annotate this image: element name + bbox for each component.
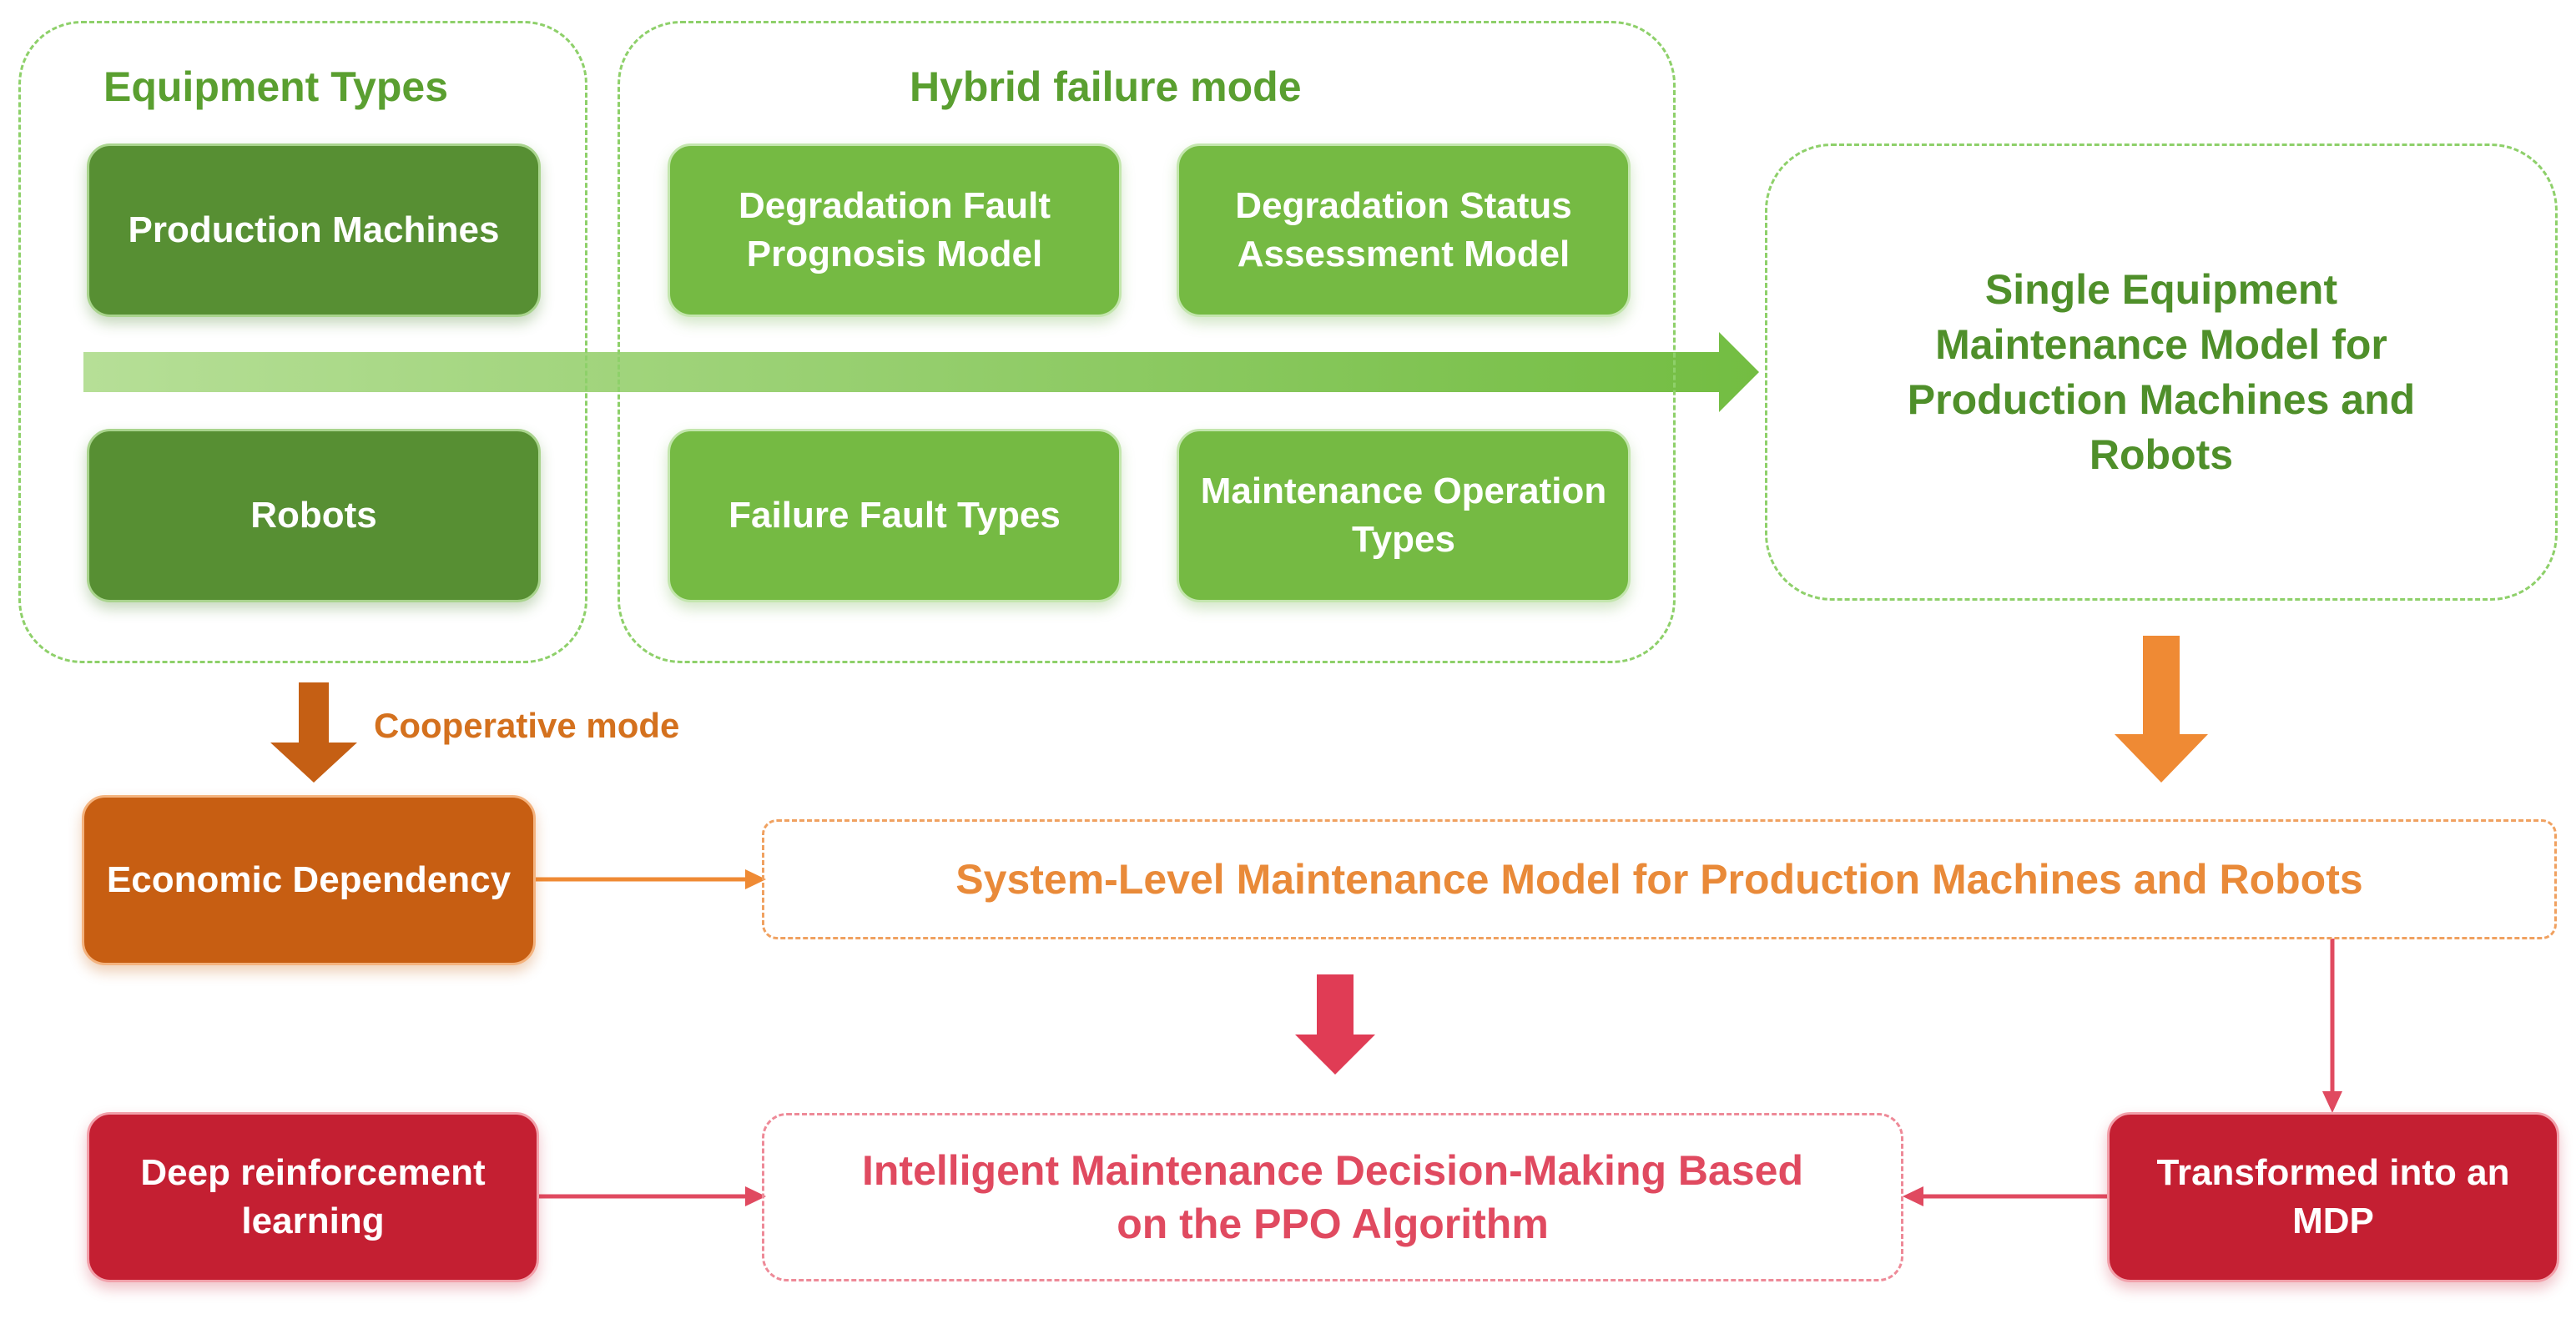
economic-dependency-box: Economic Dependency [82, 795, 536, 965]
hybrid-failure-mode-group [618, 21, 1676, 663]
system-level-model-box: System-Level Maintenance Model for Produ… [762, 819, 2557, 939]
ppo-decision-making-box: Intelligent Maintenance Decision-Making … [762, 1113, 1903, 1281]
production-machines-box: Production Machines [87, 143, 541, 317]
drl-to-ppo-arrowhead [745, 1186, 766, 1206]
equipment-types-title: Equipment Types [103, 63, 449, 110]
deep-reinforcement-learning-box: Deep reinforcement learning [87, 1112, 539, 1282]
mdp-to-ppo-arrowhead [1903, 1186, 1923, 1206]
cooperative-mode-arrow [270, 682, 357, 783]
system-to-ppo-arrow [1295, 974, 1375, 1075]
maintenance-operation-types-box: Maintenance Operation Types [1177, 429, 1631, 602]
robots-box: Robots [87, 429, 541, 602]
degradation-status-assessment-box: Degradation Status Assessment Model [1177, 143, 1631, 317]
economic-to-system-arrowhead [745, 869, 766, 889]
hybrid-failure-mode-title: Hybrid failure mode [910, 63, 1302, 110]
equipment-types-group [18, 21, 587, 663]
cooperative-mode-label: Cooperative mode [374, 706, 680, 745]
single-to-system-arrow [2115, 636, 2208, 783]
failure-fault-types-box: Failure Fault Types [668, 429, 1122, 602]
system-to-mdp-arrowhead [2322, 1091, 2342, 1113]
transformed-into-mdp-box: Transformed into an MDP [2107, 1112, 2559, 1282]
degradation-fault-prognosis-box: Degradation Fault Prognosis Model [668, 143, 1122, 317]
single-equipment-model-box: Single Equipment Maintenance Model for P… [1765, 143, 2558, 601]
main-flow-arrow [83, 332, 1759, 412]
